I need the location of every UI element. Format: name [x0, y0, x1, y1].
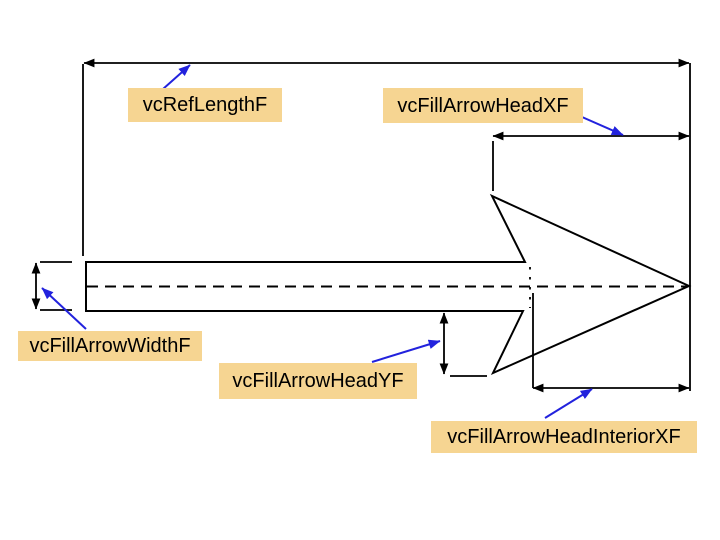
ref-length-label: vcRefLengthF [128, 88, 282, 122]
interior-xf-label: vcFillArrowHeadInteriorXF [431, 421, 697, 453]
head-xf-pointer-arrow [581, 116, 624, 136]
head-yf-label: vcFillArrowHeadYF [219, 363, 417, 399]
width-pointer-arrow [41, 287, 87, 330]
ref-length-pointer-arrow [162, 64, 191, 90]
width-f-label: vcFillArrowWidthF [18, 331, 202, 361]
interior-xf-pointer-arrow [544, 388, 593, 419]
head-xf-label: vcFillArrowHeadXF [383, 88, 583, 123]
head-yf-pointer-arrow [371, 339, 441, 363]
fill-arrow-outline [85, 193, 692, 376]
